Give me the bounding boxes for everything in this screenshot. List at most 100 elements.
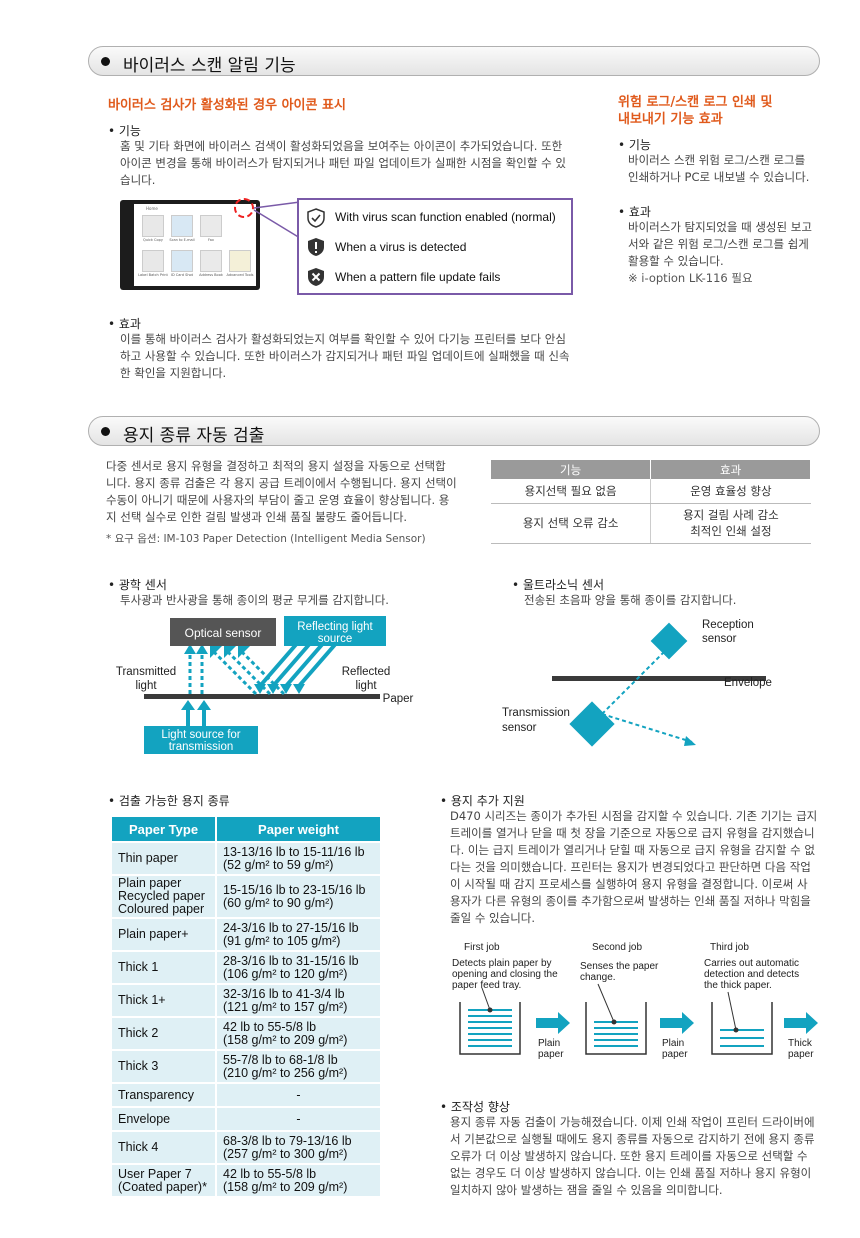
svg-text:Second job: Second job [592, 942, 642, 953]
paper-type-cell: Thin paper [110, 841, 217, 876]
paper-type-cell: Transparency [110, 1082, 217, 1108]
svg-text:Paper: Paper [383, 693, 414, 705]
option-note: * 요구 옵션: IM-103 Paper Detection (Intelli… [106, 533, 426, 545]
paper-weight-cell: 55-7/8 lb to 68-1/8 lb(210 g/m² to 256 g… [215, 1049, 382, 1084]
paper-weight-cell: 42 lb to 55-5/8 lb(158 g/m² to 209 g/m²) [215, 1016, 382, 1051]
paper-weight-cell: 42 lb to 55-5/8 lb(158 g/m² to 209 g/m²) [215, 1163, 382, 1198]
callout-pointer [253, 201, 301, 239]
svg-text:Senses the paper: Senses the paper [580, 961, 659, 972]
table-row: Transparency- [110, 1082, 382, 1108]
svg-text:paper: paper [538, 1049, 564, 1060]
intro-text: 다중 센서로 용지 유형을 결정하고 최적의 용지 설정을 자동으로 선택합 니… [106, 459, 457, 524]
svg-text:change.: change. [580, 972, 616, 983]
paper-job-diagram: First job Detects plain paper by opening… [452, 942, 818, 1060]
svg-text:the thick paper.: the thick paper. [704, 980, 772, 991]
effect-text: 이를 통해 바이러스 검사가 활성화되었는지 여부를 확인할 수 있어 다기능 … [120, 332, 570, 380]
svg-text:light: light [135, 680, 157, 692]
table-header: 기능 [491, 460, 652, 479]
optical-sensor-label: Optical sensor [185, 626, 262, 640]
svg-text:paper: paper [662, 1049, 688, 1060]
svg-text:Envelope: Envelope [724, 677, 772, 689]
svg-text:Light source for: Light source for [161, 729, 240, 741]
svg-text:Reception: Reception [702, 619, 754, 631]
addition-label: • 용지 추가 지원 [440, 794, 525, 808]
paper-weight-cell: 15-15/16 lb to 23-15/16 lb(60 g/m² to 90… [215, 874, 382, 919]
svg-text:source: source [318, 633, 353, 645]
tile-address-book[interactable] [200, 250, 222, 272]
feature-effect-table: 기능 효과 용지선택 필요 없음 운영 효율성 향상 용지 선택 오류 감소 용… [491, 460, 811, 544]
paper-type-cell: Thick 2 [110, 1016, 217, 1051]
svg-text:Plain: Plain [662, 1038, 684, 1049]
ultrasonic-text: 전송된 초음파 양을 통해 종이를 감지합니다. [524, 593, 737, 607]
detectable-label: • 검출 가능한 용지 종류 [108, 794, 230, 808]
svg-text:light: light [355, 680, 377, 692]
feature-text: 홈 및 기타 화면에 바이러스 검색이 활성화되었음을 보여주는 아이콘이 추가… [120, 139, 566, 187]
sidebar-effect-text: 바이러스가 탐지되었을 때 생성된 보고 서와 같은 위험 로그/스캔 로그를 … [628, 220, 812, 285]
icon-label-normal: With virus scan function enabled (normal… [335, 210, 556, 224]
optical-label: • 광학 센서 [108, 578, 167, 592]
tile-scan-email[interactable] [171, 215, 193, 237]
envelope-bar [552, 676, 766, 681]
tile-label-print[interactable] [142, 250, 164, 272]
svg-text:Reflecting light: Reflecting light [297, 621, 373, 633]
table-row: 용지 선택 오류 감소 용지 걸림 사례 감소 최적인 인쇄 설정 [491, 503, 811, 544]
table-header: 효과 [650, 460, 811, 479]
section-title: 바이러스 스캔 알림 기능 [123, 56, 296, 76]
table-row: Plain paper+24-3/16 lb to 27-15/16 lb(91… [110, 917, 382, 952]
shield-alert-icon [308, 238, 324, 256]
tile-fax[interactable] [200, 215, 222, 237]
optical-sensor-diagram: Optical sensor Reflecting light source L… [116, 616, 414, 754]
svg-text:Transmitted: Transmitted [116, 666, 176, 678]
paper-type-cell: Thick 4 [110, 1130, 217, 1165]
light-source-box [144, 726, 258, 754]
subtitle: 바이러스 검사가 활성화된 경우 아이콘 표시 [108, 98, 346, 113]
paper-type-cell: Thick 1 [110, 950, 217, 985]
addition-text: D470 시리즈는 종이가 추가된 시점을 감지할 수 있습니다. 기존 기기는… [450, 809, 818, 925]
svg-text:First job: First job [464, 942, 500, 953]
table-header: Paper weight [215, 815, 382, 843]
svg-text:Carries out automatic: Carries out automatic [704, 958, 799, 969]
bullet-dot [101, 57, 110, 66]
table-row: Thick 1+32-3/16 lb to 41-3/4 lb(121 g/m²… [110, 983, 382, 1018]
operability-text: 용지 종류 자동 검출이 가능해졌습니다. 이제 인쇄 작업이 프린터 드라이버… [450, 1115, 815, 1197]
paper-weight-cell: 24-3/16 lb to 27-15/16 lb(91 g/m² to 105… [215, 917, 382, 952]
section-header-paper-detection: 용지 종류 자동 검출 [88, 416, 820, 446]
table-header: Paper Type [110, 815, 217, 843]
paper-type-cell: Thick 3 [110, 1049, 217, 1084]
icon-legend-box: With virus scan function enabled (normal… [297, 198, 573, 295]
tile-id-card[interactable] [171, 250, 193, 272]
ultrasonic-sensor-diagram: Reception sensor Envelope Transmission s… [502, 619, 772, 747]
paper-weight-cell: 32-3/16 lb to 41-3/4 lb(121 g/m² to 157 … [215, 983, 382, 1018]
svg-text:Third job: Third job [710, 942, 749, 953]
feature-label: • 기능 [108, 124, 141, 138]
operability-label: • 조작성 향상 [440, 1100, 510, 1114]
svg-text:Plain: Plain [538, 1038, 560, 1049]
paper-weight-cell: - [215, 1106, 382, 1132]
home-screen: Home Quick Copy Scan to E-mail Fax Label… [134, 204, 256, 286]
paper-weight-cell: - [215, 1082, 382, 1108]
bullet-dot [101, 427, 110, 436]
svg-text:Thick: Thick [788, 1038, 813, 1049]
svg-text:Detects plain paper by: Detects plain paper by [452, 958, 552, 969]
tile-advanced-tools[interactable] [229, 250, 251, 272]
icon-label-detected: When a virus is detected [335, 240, 467, 254]
svg-text:opening and closing the: opening and closing the [452, 969, 558, 980]
svg-text:sensor: sensor [702, 633, 737, 645]
svg-text:Reflected: Reflected [342, 666, 391, 678]
arrow-icon [536, 1012, 570, 1034]
arrow-icon [784, 1012, 818, 1034]
optical-sensor-box [170, 618, 276, 646]
paper-type-cell: Envelope [110, 1106, 217, 1132]
reception-sensor-shape [650, 622, 688, 660]
tile-quick-copy[interactable] [142, 215, 164, 237]
section-header-virus-scan: 바이러스 스캔 알림 기능 [88, 46, 820, 76]
svg-text:paper: paper [788, 1049, 814, 1060]
paper-weight-cell: 28-3/16 lb to 31-15/16 lb(106 g/m² to 12… [215, 950, 382, 985]
paper-type-cell: Plain paper+ [110, 917, 217, 952]
table-row: 용지선택 필요 없음 운영 효율성 향상 [491, 479, 811, 504]
virus-scan-status-icon-highlight [234, 198, 254, 218]
paper-type-cell: User Paper 7(Coated paper)* [110, 1163, 217, 1198]
